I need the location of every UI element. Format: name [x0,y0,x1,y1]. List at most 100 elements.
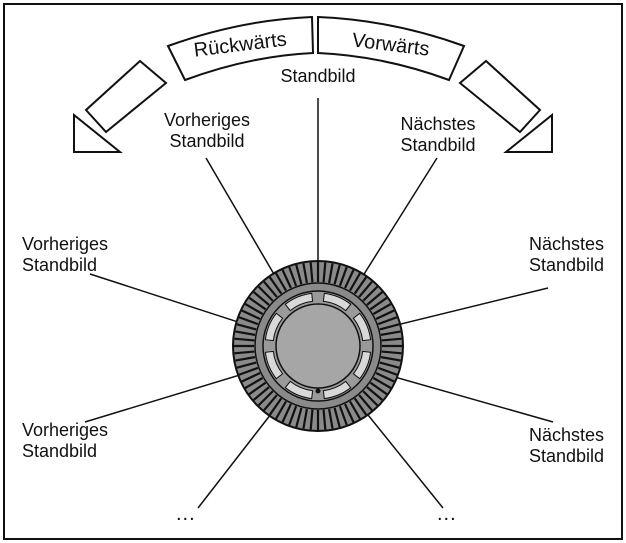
dial-tick [288,405,298,426]
dial-tick [235,330,256,336]
dial-tick [241,309,261,320]
dial-tick [328,408,334,429]
dial-tick [377,316,398,326]
dial-segment [322,292,352,312]
dial-tick [338,266,348,287]
dial-tick [380,330,401,336]
leader-line-bottom-right [359,404,444,509]
arrow-right-icon [503,112,553,153]
dial-tick [309,409,314,430]
dial-tick [295,407,303,428]
dial-tick [302,263,308,284]
dial-segment [284,292,314,312]
jog-dial-segments [264,292,372,400]
label-upper-right-line1: Nächstes [400,114,476,134]
dial-tick [375,372,395,383]
dial-segment [322,380,352,400]
dial-tick [236,323,257,331]
dial-tick [353,397,368,416]
label-middle-left: Vorheriges Standbild [22,234,108,276]
label-middle-left-line1: Vorheriges [22,234,109,254]
dial-tick [257,390,274,407]
dial-tick [362,285,379,302]
label-lower-right-line2: Standbild [528,446,604,466]
jog-dial-ticks [234,262,402,430]
dial-tick [344,403,355,423]
dial-tick [338,405,348,426]
dial-tick [257,285,274,302]
dial-tick [244,303,264,315]
dial-tick [275,400,287,420]
dial-tick [377,366,398,376]
label-lower-left-line1: Vorheriges [22,420,109,440]
dial-segment [264,312,284,342]
dial-tick [281,403,292,423]
dial-tick [380,356,401,362]
label-upper-left-line1: Vorheriges [163,110,251,130]
label-upper-right-line2: Standbild [400,135,476,155]
dial-tick [369,381,388,396]
dial-tick [241,372,261,383]
dial-tick [235,356,256,362]
label-lower-right: Nächstes Standbild [494,425,604,467]
label-middle-right: Nächstes Standbild [494,234,604,276]
label-middle-right-line1: Nächstes [528,234,604,254]
label-upper-left-line2: Standbild [169,131,245,151]
arrow-left-icon [73,112,123,153]
dial-tick [263,394,278,412]
dial-tick [381,337,402,342]
label-upper-left: Vorheriges Standbild [152,110,262,152]
dial-tick [248,296,267,311]
dial-tick [236,361,257,369]
dial-tick [288,266,298,287]
dial-tick [263,280,278,298]
dial-tick [268,276,283,295]
dial-tick [234,337,255,342]
label-lower-right-line1: Nächstes [528,425,604,445]
label-center-top: Standbild [268,66,368,87]
dial-tick [358,280,373,298]
label-upper-right: Nächstes Standbild [386,114,490,156]
dial-tick [372,303,392,315]
dial-tick [349,400,361,420]
label-lower-left: Vorheriges Standbild [22,420,108,462]
dial-tick [322,262,327,283]
ellipsis-right: ... [437,503,457,525]
dial-segment [284,380,314,400]
dial-tick [358,394,373,412]
label-middle-left-line2: Standbild [22,255,98,275]
dial-tick [275,272,287,292]
dial-tick [309,262,314,283]
jog-dial [232,260,404,432]
jog-dial-marker-dot [315,388,321,394]
label-center-top-text: Standbild [280,66,356,86]
arc-box-backward [166,15,315,82]
dial-tick [302,408,308,429]
dial-tick [295,264,303,285]
ellipsis-left: ... [176,503,196,525]
dial-tick [349,272,361,292]
diagram-frame [3,3,623,540]
dial-tick [381,350,402,355]
dial-tick [268,397,283,416]
arc-box-forward [317,15,466,82]
dial-tick [244,377,264,389]
dial-tick [322,409,327,430]
dial-tick [366,386,384,401]
dial-segment [352,350,372,380]
dial-tick [353,276,368,295]
dial-segment [264,350,284,380]
dial-tick [369,296,388,311]
dial-tick [333,264,341,285]
dial-tick [328,263,334,284]
arc-segment-left-end [84,59,168,134]
dial-tick [252,386,270,401]
arc-segment-right-end [458,59,542,134]
label-middle-right-line2: Standbild [528,255,604,275]
dial-tick [375,309,395,320]
dial-tick [379,361,400,369]
dial-tick [372,377,392,389]
dial-tick [344,269,355,289]
